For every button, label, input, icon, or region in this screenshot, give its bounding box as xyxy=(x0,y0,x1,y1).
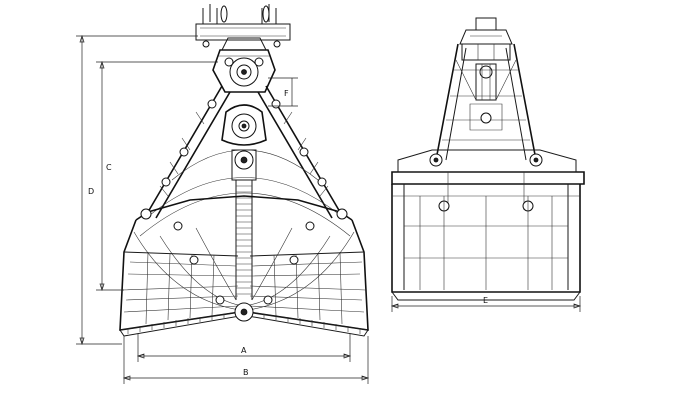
side-frame xyxy=(435,43,537,161)
front-dimensions xyxy=(76,34,370,384)
bucket-shells xyxy=(119,195,369,337)
dim-label-a: A xyxy=(241,346,247,355)
side-head xyxy=(459,17,513,101)
upper-head-block xyxy=(212,37,276,93)
arc-guides xyxy=(133,149,355,311)
middle-hub xyxy=(221,104,267,181)
dim-label-b: B xyxy=(243,368,249,377)
upper-arms xyxy=(147,85,341,219)
dim-label-d: D xyxy=(88,187,94,196)
centre-ladder xyxy=(235,180,253,300)
dim-label-f: F xyxy=(284,89,289,98)
side-bucket xyxy=(391,184,581,301)
suspension-hooks xyxy=(195,4,291,48)
dim-label-c: C xyxy=(106,163,112,172)
side-crossbeam xyxy=(391,149,585,212)
dim-label-e: E xyxy=(483,296,488,305)
side-view: E xyxy=(390,17,585,312)
front-view: D C F A B xyxy=(76,4,370,384)
side-dimensions xyxy=(390,296,582,312)
